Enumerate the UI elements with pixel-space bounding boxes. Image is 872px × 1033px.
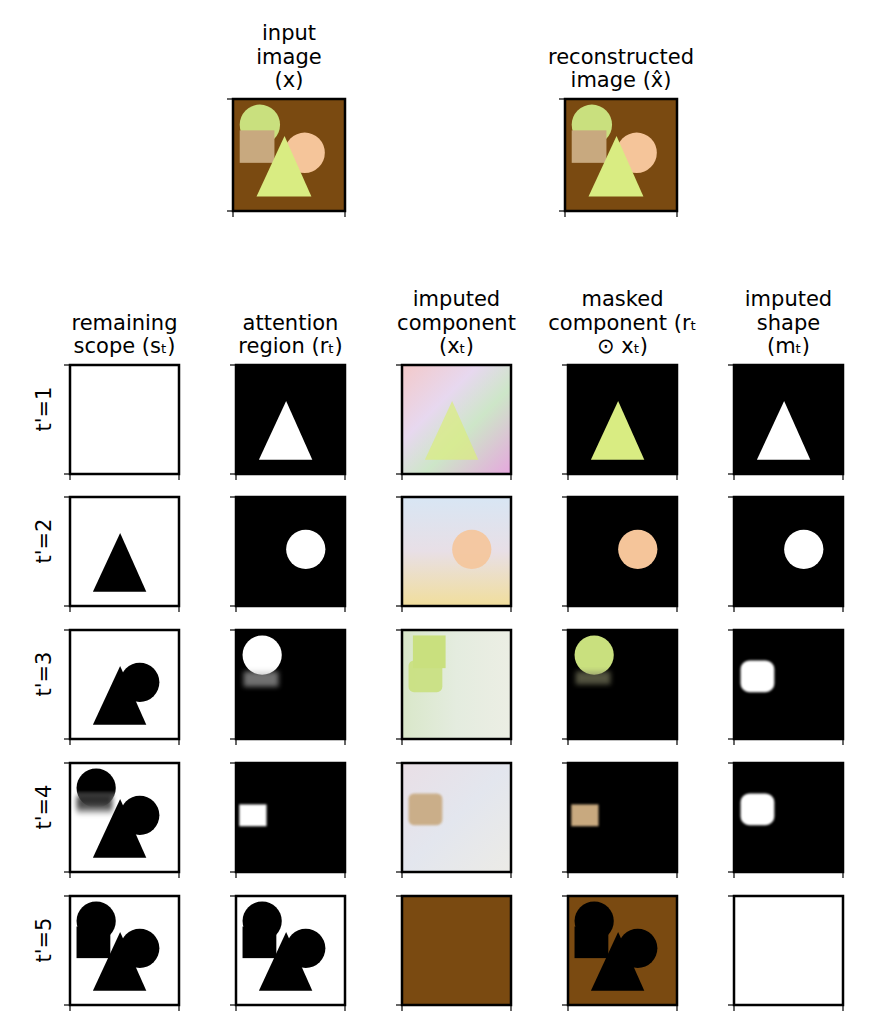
attention-panel <box>230 896 345 1011</box>
attention-panel <box>230 763 345 878</box>
row-label: t'=1 <box>32 387 56 432</box>
row-label: t'=2 <box>32 519 56 564</box>
component-panel <box>396 365 511 480</box>
shape-panel <box>728 630 843 745</box>
attention-panel <box>230 630 345 745</box>
component-panel <box>396 497 511 612</box>
image-panel: reconstructed image (x̂) <box>534 46 709 211</box>
panel-title: remaining scope (sₜ) <box>50 312 200 359</box>
row-label: t'=3 <box>32 652 56 697</box>
component-panel <box>396 630 511 745</box>
image-panel: imputed component (xₜ) <box>382 288 532 474</box>
shape-panel <box>728 497 843 612</box>
row-label: t'=5 <box>32 918 56 963</box>
image-panel: imputed shape (mₜ) <box>733 288 845 474</box>
image-panel: remaining scope (sₜ) <box>50 312 200 474</box>
input-image <box>227 99 345 217</box>
panel-title: input image (x) <box>244 22 334 93</box>
panel-title: imputed shape (mₜ) <box>733 288 845 359</box>
masked-panel <box>562 630 677 745</box>
scope-panel <box>64 497 179 612</box>
masked-panel <box>562 896 677 1011</box>
reconstructed-image <box>559 99 677 217</box>
masked-panel <box>562 365 677 480</box>
image-panel: masked component (rₜ ⊙ xₜ) <box>547 288 699 474</box>
scope-panel <box>64 763 179 878</box>
attention-panel <box>230 365 345 480</box>
component-panel <box>396 896 511 1011</box>
panel-title: attention region (rₜ) <box>221 312 361 359</box>
shape-panel <box>728 763 843 878</box>
attention-panel <box>230 497 345 612</box>
panel-title: imputed component (xₜ) <box>382 288 532 359</box>
scope-panel <box>64 896 179 1011</box>
panel-title: reconstructed image (x̂) <box>534 46 709 93</box>
scope-panel <box>64 365 179 480</box>
masked-panel <box>562 763 677 878</box>
image-panel: input image (x) <box>233 22 345 211</box>
shape-panel <box>728 365 843 480</box>
image-panel: attention region (rₜ) <box>221 312 361 474</box>
panel-title: masked component (rₜ ⊙ xₜ) <box>547 288 699 359</box>
component-panel <box>396 763 511 878</box>
shape-panel <box>728 896 843 1011</box>
scope-panel <box>64 630 179 745</box>
row-label: t'=4 <box>32 785 56 830</box>
masked-panel <box>562 497 677 612</box>
